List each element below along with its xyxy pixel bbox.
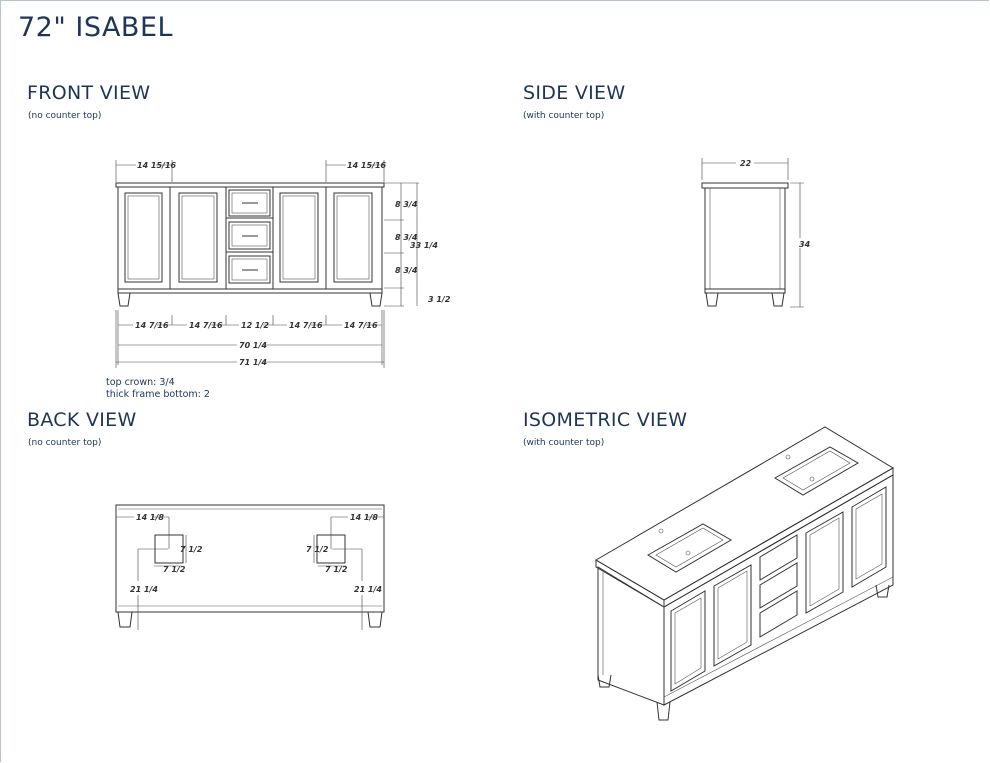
dim-drawer3: 8 3/4 [395,266,418,275]
back-view-subtitle: (no counter top) [28,438,102,448]
drawer [759,562,798,609]
door-panel [124,192,163,283]
note-top-crown: top crown: 3/4 [106,377,175,388]
isometric-view-title: ISOMETRIC VIEW [523,409,688,431]
dim-depth: 22 [740,159,752,168]
drawer [228,189,271,217]
door-panel [670,590,706,692]
door-panel [851,486,887,588]
dim-seg2: 14 7/16 [189,321,223,330]
dim-drawer1: 8 3/4 [395,200,418,209]
isometric-view-drawing [595,426,894,721]
dim-seg5: 14 7/16 [344,321,378,330]
door-panel [713,564,752,667]
dim-side-height: 34 [799,240,811,249]
dim-right-top: 14 15/16 [347,161,387,170]
notes: top crown: 3/4 thick frame bottom: 2 [106,377,210,401]
door-panel [279,192,319,283]
drawer [759,590,798,638]
dim-back-left-w: 7 1/2 [163,565,186,574]
back-view-title: BACK VIEW [27,409,137,431]
dim-back-left-h: 7 1/2 [180,545,203,554]
dim-drawer2: 8 3/4 [395,233,418,242]
page-title: 72" ISABEL [18,12,174,43]
dim-seg1: 14 7/16 [135,321,169,330]
front-view-title: FRONT VIEW [27,82,151,104]
dim-left-top: 14 15/16 [137,161,177,170]
front-view-subtitle: (no counter top) [28,111,102,121]
dim-back-left-offset: 14 1/8 [136,513,164,522]
door-panel [333,192,373,283]
door-panel [178,192,218,283]
side-view-drawing: 22 34 [701,158,811,308]
note-frame-bottom: thick frame bottom: 2 [106,389,210,400]
dim-height: 33 1/4 [410,241,438,250]
drawer [228,255,271,284]
dim-leg: 3 1/2 [428,295,451,304]
back-view-drawing: 14 1/8 14 1/8 7 1/2 7 1/2 7 1/2 7 1/2 21… [115,504,385,630]
dim-back-right-w: 7 1/2 [325,565,348,574]
dim-back-right-height: 21 1/4 [354,585,382,594]
side-view-subtitle: (with counter top) [523,111,605,121]
drawer [228,221,271,250]
front-view-drawing: 14 15/16 14 15/16 8 3/4 8 3/4 8 3/4 33 1… [115,160,451,368]
dim-back-right-offset: 14 1/8 [350,513,378,522]
isometric-view-subtitle: (with counter top) [523,438,605,448]
dim-inner-width: 70 1/4 [239,341,267,350]
sink [774,446,860,496]
dim-seg3: 12 1/2 [241,321,269,330]
dim-back-right-h: 7 1/2 [306,545,329,554]
drawer [759,534,798,581]
dim-back-left-height: 21 1/4 [130,585,158,594]
sink [647,523,733,573]
door-panel [805,511,844,614]
dim-outer-width: 71 1/4 [239,358,267,367]
side-view-title: SIDE VIEW [523,82,626,104]
dim-seg4: 14 7/16 [289,321,323,330]
